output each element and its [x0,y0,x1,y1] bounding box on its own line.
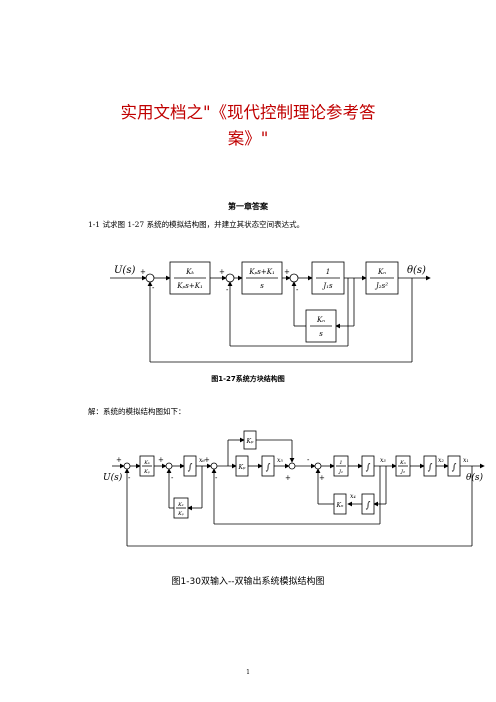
fig2-sum-5 [314,462,322,470]
svg-text:-: - [128,474,131,482]
svg-text:∫: ∫ [366,463,371,473]
fig2-output-label: θ(s) [466,472,484,483]
figure-2-simulation-diagram: U(s) + - Kₖ Kₚ + - ∫ x₆ + - K₁ Kₚ Kₚ [103,430,485,547]
fig1-block-3: 1 J₁s [311,261,345,295]
fig2-integrator-6: ∫ [361,493,375,515]
fig2-integrator-1: ∫ [183,455,197,477]
svg-text:x₁: x₁ [463,457,469,464]
figure-2-caption: 图1-30双输入--双输出系统模拟结构图 [171,577,325,587]
svg-text:-: - [152,284,155,292]
fig1-block-1: Kₖ Kₚs+K₁ [169,261,211,295]
chapter-heading: 第一章答案 [228,202,268,211]
fig1-block-5: Kₙ s [305,309,337,343]
svg-text:∫: ∫ [452,463,457,473]
fig2-integrator-5: ∫ [447,455,461,477]
fig2-sum-4 [288,462,296,470]
svg-text:K₁: K₁ [177,502,184,508]
svg-text:Kₚ: Kₚ [177,511,184,517]
document-title: 实用文档之"《现代控制理论参考答 案》" [0,100,496,152]
fig2-gain-top: Kₚ [243,430,257,450]
svg-text:1: 1 [326,268,330,276]
svg-text:+: + [219,268,225,276]
svg-text:1: 1 [339,460,342,466]
svg-text:∫: ∫ [366,501,371,511]
svg-text:Kₙ: Kₙ [399,460,406,466]
fig2-gain-j1: 1 J₁ [333,455,349,477]
svg-text:-: - [226,286,229,294]
fig1-output-label: θ(s) [407,265,426,276]
fig2-sum-1 [123,462,131,470]
svg-text:Kₙ: Kₙ [377,268,386,276]
fig2-sum-2 [165,462,173,470]
svg-text:-: - [296,286,299,294]
svg-text:+: + [158,456,164,464]
svg-text:∫: ∫ [188,463,193,473]
fig1-block-4: Kₙ J₂s² [365,261,399,295]
svg-text:Kₚs+K₁: Kₚs+K₁ [248,268,275,276]
svg-text:+: + [140,268,146,276]
fig1-block-2: Kₚs+K₁ s [241,261,283,295]
svg-text:+: + [204,456,210,464]
fig1-summing-junction-3 [289,273,299,283]
svg-text:+: + [319,474,325,482]
svg-text:Kₚ: Kₚ [143,469,150,475]
svg-text:∫: ∫ [266,463,271,473]
svg-text:+: + [285,474,291,482]
title-line-1: 实用文档之"《现代控制理论参考答 [120,103,376,122]
svg-text:Kₚ: Kₚ [238,464,246,471]
svg-text:Kₖ: Kₖ [143,460,150,466]
fig2-gain-j2: Kₙ J₂ [395,455,411,477]
solution-text: 解：系统的模拟结构图如下： [88,407,186,416]
svg-text:x₃: x₃ [380,457,386,464]
fig2-sum-3 [210,462,218,470]
title-line-2: 案》" [227,129,269,148]
fig2-gain-kk: Kₖ Kₚ [139,455,155,477]
svg-text:x₆: x₆ [199,457,205,464]
svg-text:Kₚ: Kₚ [246,438,254,445]
svg-text:J₁s: J₁s [321,282,333,290]
fig2-integrator-2: ∫ [261,455,275,477]
fig1-summing-junction-1 [145,273,155,283]
svg-text:J₂: J₂ [400,469,405,475]
svg-text:+: + [284,268,290,276]
fig1-summing-junction-2 [225,273,235,283]
fig2-integrator-3: ∫ [361,455,375,477]
svg-text:s: s [319,330,323,338]
svg-text:Kₙ: Kₙ [336,502,344,509]
svg-text:-: - [171,474,174,482]
svg-text:+: + [116,456,122,464]
figure-1-block-diagram: U(s) + - Kₖ Kₚs+K₁ + - Kₚs+K₁ s + - 1 J₁… [110,261,431,363]
fig2-gain-kp: Kₚ [235,455,249,477]
fig2-input-label: U(s) [103,472,123,483]
fig2-gain-k1: K₁ Kₚ [173,497,189,519]
svg-text:J₁: J₁ [338,469,343,475]
svg-text:s: s [260,282,264,290]
question-text: 1-1 试求图 1-27 系统的模拟结构图，并建立其状态空间表达式。 [88,220,305,229]
svg-text:Kₙ: Kₙ [316,316,325,324]
svg-text:-: - [307,456,310,464]
svg-text:Kₚs+K₁: Kₚs+K₁ [176,282,203,290]
page-number: 1 [246,669,250,676]
svg-text:x₅: x₅ [277,457,283,464]
fig1-input-label: U(s) [114,265,135,276]
figure-1-caption: 图1-27系统方块结构图 [211,375,285,383]
svg-text:-: - [215,474,218,482]
svg-text:∫: ∫ [428,463,433,473]
svg-text:J₂s²: J₂s² [374,282,388,290]
svg-text:x₄: x₄ [350,493,356,500]
fig2-integrator-4: ∫ [423,455,437,477]
svg-text:x₂: x₂ [438,457,444,464]
svg-text:Kₖ: Kₖ [185,268,194,276]
fig2-gain-kn: Kₙ [333,493,347,515]
